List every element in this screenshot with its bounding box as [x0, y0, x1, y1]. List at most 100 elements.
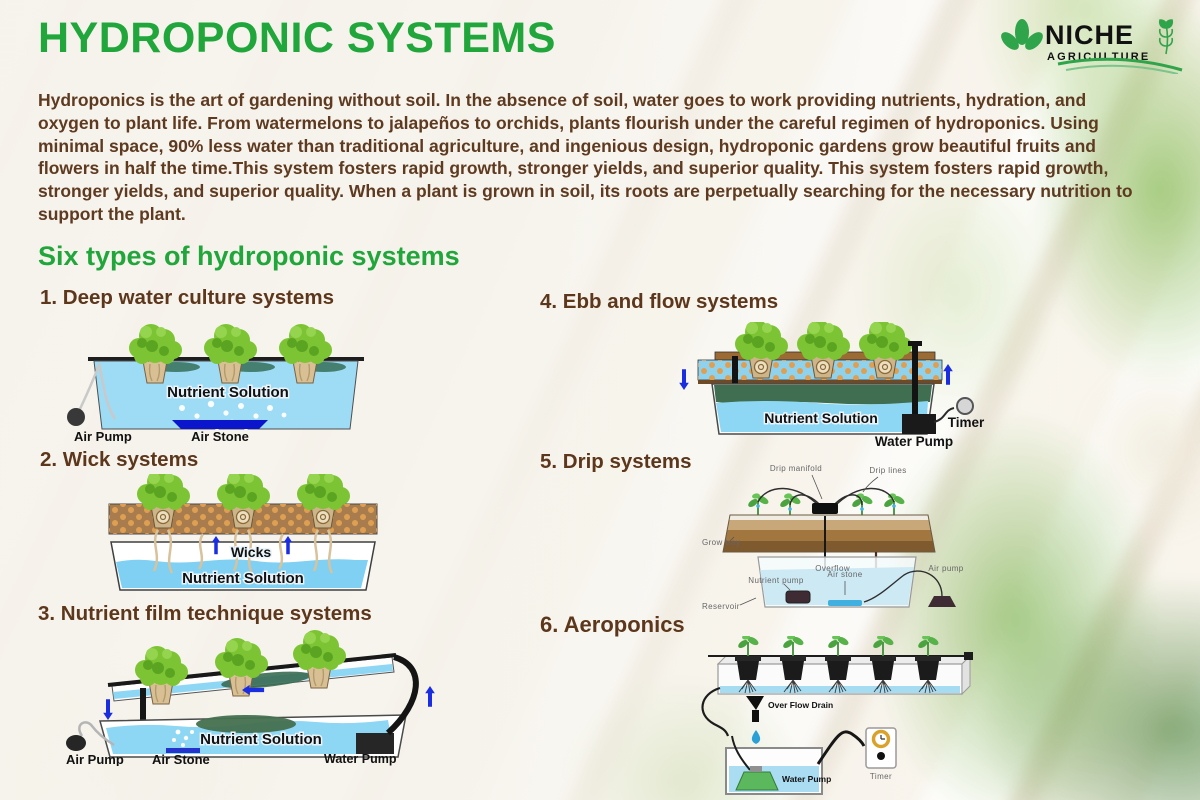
- fill-pipe: [732, 356, 738, 390]
- six-types-heading: Six types of hydroponic systems: [38, 241, 460, 271]
- net-pot: [148, 681, 174, 705]
- label-leaders: [729, 474, 879, 606]
- air-pump: [928, 596, 956, 607]
- tray-bottom: [698, 380, 942, 384]
- net-pot: [810, 355, 836, 379]
- logo-swoosh: [1057, 57, 1183, 74]
- nutrient-water: [116, 559, 368, 588]
- nutrient-solution-label: Nutrient Solution: [200, 731, 322, 748]
- plant: [129, 324, 182, 364]
- nutrient-water: [106, 720, 394, 754]
- overflow-label: Overflow: [815, 564, 850, 573]
- intro-paragraph: Hydroponics is the art of gardening with…: [38, 90, 1133, 224]
- timer-hands: [880, 735, 885, 740]
- niche-agriculture-logo: NICHE AGRICULTURE: [1001, 19, 1183, 74]
- dark-water-layer: [714, 385, 932, 405]
- heading-wick-systems: 2. Wick systems: [40, 448, 199, 471]
- net-pot: [292, 360, 318, 384]
- net-pot: [310, 505, 336, 529]
- net-pot: [142, 360, 168, 384]
- air-pump-label: Air pump: [928, 564, 963, 573]
- air-pump: [67, 408, 85, 426]
- net-pot: [230, 505, 256, 529]
- heading-nft: 3. Nutrient film technique systems: [38, 602, 372, 625]
- overflow-drain-label: Over Flow Drain: [768, 700, 833, 710]
- plant: [859, 322, 912, 360]
- nutrient-solution-label: Nutrient Solution: [167, 384, 289, 401]
- grow-tray-outline: [722, 514, 936, 553]
- plant: [797, 322, 850, 360]
- air-pump-label: Air Pump: [66, 752, 124, 766]
- diagram-aeroponics: Over Flow Drain Water Pump Timer: [701, 636, 973, 795]
- net-pot: [872, 355, 898, 379]
- heading-ebb-flow: 4. Ebb and flow systems: [540, 290, 779, 313]
- air-stone: [172, 420, 268, 429]
- wicks-label: Wicks: [231, 544, 272, 560]
- logo-brand-text: NICHE: [1045, 20, 1134, 50]
- wheat-icon: [1158, 19, 1174, 55]
- channel-water: [720, 686, 960, 693]
- air-stone-label: Air Stone: [191, 429, 249, 444]
- water-pump: [356, 733, 394, 754]
- nutrient-pump: [785, 590, 811, 604]
- plant: [135, 646, 188, 686]
- plant: [137, 474, 190, 510]
- up-arrow-icon: [943, 364, 953, 385]
- page-title: HYDROPONIC SYSTEMS: [38, 14, 556, 62]
- down-arrow-icon: [103, 699, 113, 720]
- water-tube: [385, 654, 419, 736]
- diagram-wick-systems: Wicks Nutrient Solution: [108, 474, 378, 591]
- reservoir-label: Reservoir: [702, 602, 740, 611]
- net-pot: [748, 355, 774, 379]
- diagram-ebb-flow: Nutrient Solution Timer Water Pump: [679, 322, 985, 449]
- pipe-cap: [908, 341, 922, 346]
- air-pump: [66, 735, 86, 751]
- net-pots-and-seedlings: [735, 636, 941, 694]
- down-arrow-icon: [679, 369, 689, 390]
- air-stone-label: Air stone: [827, 570, 862, 579]
- return-tube: [701, 686, 730, 737]
- timer-cord: [816, 730, 866, 765]
- nutrient-water: [716, 401, 928, 432]
- plant: [293, 630, 346, 670]
- pump-cord: [731, 735, 751, 771]
- water-pump-label: Water Pump: [782, 774, 831, 784]
- overflow-funnel: [746, 696, 764, 710]
- timer-outlet: [877, 752, 885, 760]
- plant: [215, 638, 268, 678]
- tray-layer: [727, 520, 931, 530]
- water-droplet-icon: [751, 730, 761, 744]
- nutrient-solution-label: Nutrient Solution: [764, 410, 878, 426]
- tray-layer: [729, 515, 929, 520]
- seedling: [881, 491, 907, 516]
- plant: [297, 474, 350, 510]
- heading-aeroponics: 6. Aeroponics: [540, 612, 685, 637]
- plant: [204, 324, 257, 364]
- leaf-icon: [1001, 19, 1043, 50]
- seedling: [745, 491, 771, 516]
- grow-tray-label: Grow tray: [702, 538, 740, 547]
- up-arrow-icon: [425, 686, 435, 707]
- plant: [735, 322, 788, 360]
- air-tube: [78, 362, 117, 420]
- timer-label: Timer: [948, 415, 985, 430]
- air-tube: [863, 570, 943, 603]
- pump-knob: [750, 766, 762, 772]
- line-end-plug: [964, 652, 973, 660]
- tray-layer: [725, 530, 933, 541]
- heading-drip-systems: 5. Drip systems: [540, 450, 692, 473]
- water-pump: [902, 414, 936, 434]
- drip-lines-label: Drip lines: [869, 466, 906, 475]
- diagram-deep-water-culture: Nutrient Solution Air Pump Air Stone: [67, 324, 364, 444]
- plant: [279, 324, 332, 364]
- funnel-stem: [752, 710, 759, 722]
- air-stone-label: Air Stone: [152, 752, 210, 766]
- timer-label: Timer: [870, 772, 892, 781]
- nutrient-solution-label: Nutrient Solution: [182, 570, 304, 587]
- net-pot: [306, 665, 332, 689]
- heading-deep-water-culture: 1. Deep water culture systems: [40, 286, 334, 309]
- net-pot: [150, 505, 176, 529]
- air-stone: [828, 600, 862, 606]
- shade-blob: [196, 715, 296, 733]
